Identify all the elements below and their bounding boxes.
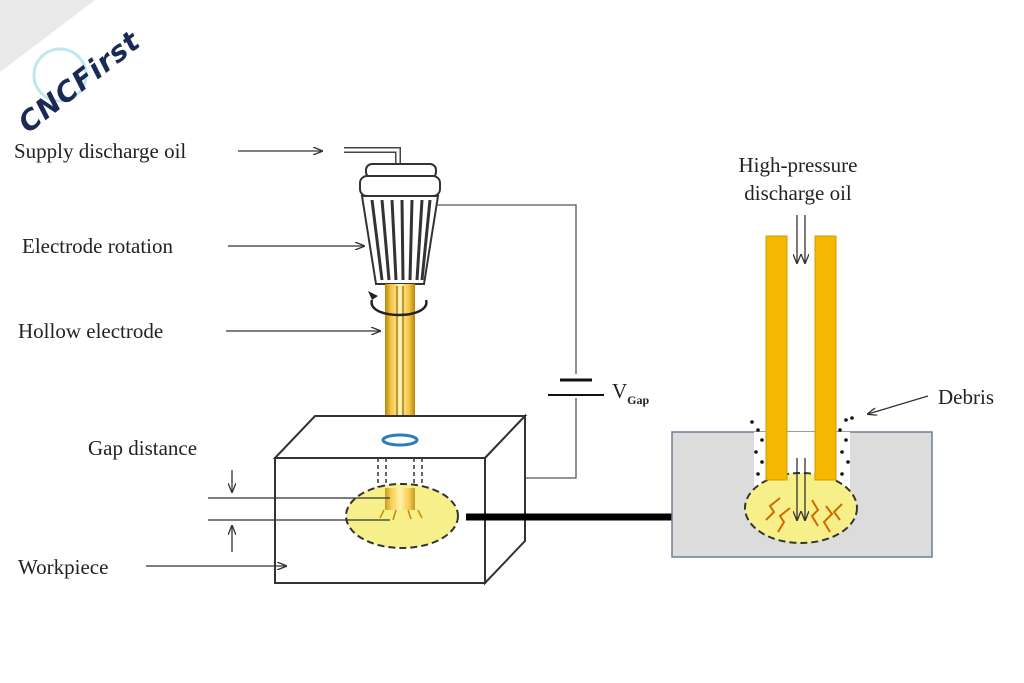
circuit-wire xyxy=(437,204,577,479)
spark-marks xyxy=(379,509,423,521)
label-hollow-electrode: Hollow electrode xyxy=(18,319,163,343)
detail-oil-flow-arrows xyxy=(797,215,805,520)
debris-particles xyxy=(750,416,854,476)
label-high-pressure-line1: High-pressure xyxy=(739,153,858,177)
rotation-arrow-icon xyxy=(368,291,428,317)
supply-pipe xyxy=(344,147,401,165)
label-arrows xyxy=(146,151,380,566)
debris-arrow xyxy=(868,395,929,414)
detail-electrode-left-wall xyxy=(765,235,788,481)
detail-view xyxy=(671,215,933,558)
spark-zone xyxy=(345,483,459,549)
gap-distance-markers xyxy=(208,470,390,552)
label-supply-oil: Supply discharge oil xyxy=(14,139,186,163)
hollow-electrode xyxy=(385,284,415,438)
electrode-tip xyxy=(385,488,415,510)
hole-entry-ring xyxy=(381,433,419,447)
label-high-pressure-line2: discharge oil xyxy=(744,181,852,205)
logo-emblem-icon xyxy=(32,47,88,103)
detail-spark-zone xyxy=(744,472,858,544)
logo: CNCFirst xyxy=(0,0,147,140)
electrode-chuck xyxy=(359,163,441,285)
label-electrode-rotation: Electrode rotation xyxy=(22,234,174,258)
detail-electrode-right-wall xyxy=(814,235,837,481)
logo-corner-band xyxy=(0,0,95,72)
label-gap-distance: Gap distance xyxy=(88,436,197,460)
label-debris: Debris xyxy=(938,385,994,409)
voltage-source-icon xyxy=(548,378,604,396)
label-workpiece: Workpiece xyxy=(18,555,108,579)
label-voltage: VGap xyxy=(612,379,650,407)
detail-spark-marks xyxy=(765,497,843,533)
